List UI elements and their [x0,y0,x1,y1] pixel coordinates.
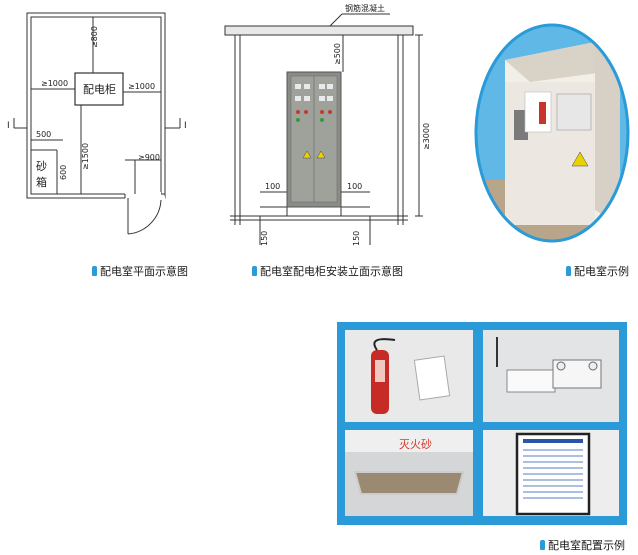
elev-dim-right-offset: 100 [347,182,362,191]
elev-dim-base-right: 150 [352,231,361,246]
floor-plan-diagram: 配电柜 ≥800 ≥1000 ≥1000 ≥1500 500 600 ≥900 … [7,12,187,235]
config-caption: 配电室配置示例 [540,537,625,553]
elevation-diagram: 钢筋混凝土 ≥500 ≥3000 100 100 150 150 [224,3,431,246]
dim-sand-width: 500 [36,130,51,139]
sand-box-line2: 箱 [36,175,47,189]
elev-dim-left-offset: 100 [265,182,280,191]
section-mark-left: I [7,121,10,131]
config-panel: 灭火砂 [337,322,627,525]
dim-sand-height: 600 [59,165,68,180]
photo-example-caption: 配电室示例 [566,263,629,279]
elev-dim-base-left: 150 [260,231,269,246]
roof-label: 钢筋混凝土 [345,3,385,13]
dim-door: ≥900 [138,153,160,162]
sand-sign-text: 灭火砂 [399,438,432,451]
elevation-caption: 配电室配电柜安装立面示意图 [252,263,403,279]
section-mark-right: I [184,121,187,131]
config-photos: 灭火砂 [345,330,619,516]
extinguisher-photo [345,330,473,422]
elevation-caption-text: 配电室配电柜安装立面示意图 [260,265,403,278]
caption-marker-icon [566,266,571,276]
dim-top: ≥800 [90,26,99,48]
caption-marker-icon [252,266,257,276]
sand-box-line1: 砂 [36,160,47,173]
caption-marker-icon [540,540,545,550]
cabinet-label: 配电柜 [83,83,116,96]
caption-marker-icon [92,266,97,276]
dim-right: ≥1000 [128,82,155,91]
elev-dim-top: ≥500 [333,43,342,65]
elev-dim-height: ≥3000 [422,123,431,150]
floor-plan-caption: 配电室平面示意图 [92,263,188,279]
dim-vertical: ≥1500 [81,143,90,170]
config-caption-text: 配电室配置示例 [548,539,625,552]
dim-left: ≥1000 [41,79,68,88]
substation-photo [474,23,630,243]
photo-example-caption-text: 配电室示例 [574,265,629,278]
floor-plan-caption-text: 配电室平面示意图 [100,265,188,278]
distribution-cabinet [286,71,342,208]
